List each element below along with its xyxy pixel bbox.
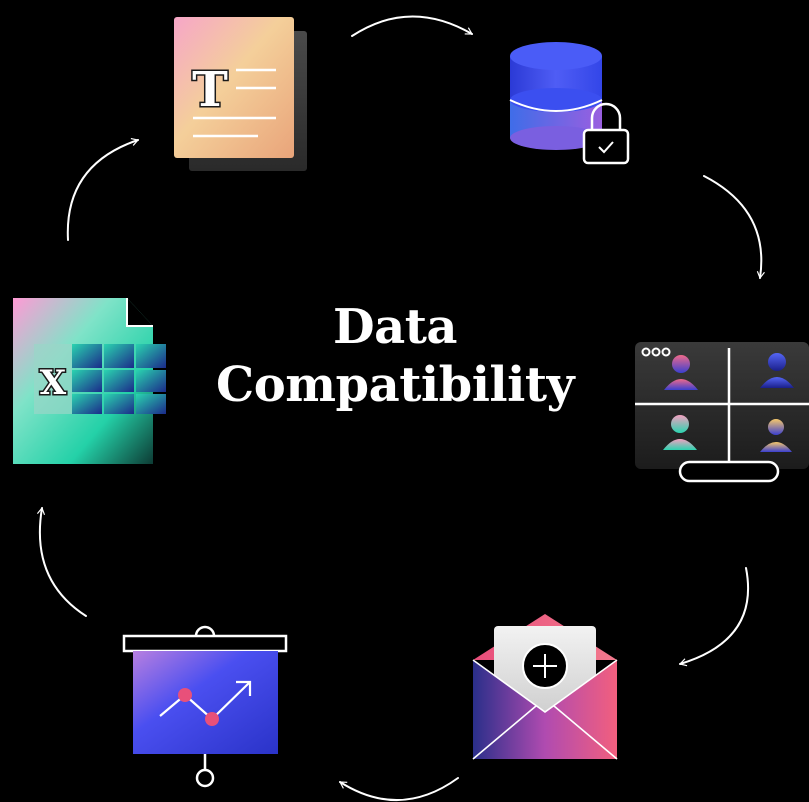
arrow-chart-to-sheet — [36, 506, 87, 617]
spreadsheet-glyph: X — [40, 363, 67, 403]
arrow-doc-to-db — [351, 15, 474, 37]
participant-4 — [760, 419, 792, 452]
arrow-db-to-video — [703, 175, 765, 280]
spreadsheet-grid — [34, 344, 166, 414]
document-glyph: T — [192, 62, 228, 118]
title-line-2: Compatibility — [216, 357, 574, 413]
trend-line — [159, 680, 252, 726]
email-add-icon — [472, 614, 618, 760]
presentation-chart-icon — [122, 625, 288, 788]
video-conference-icon — [635, 342, 809, 483]
cycle-arrows — [36, 15, 765, 801]
participant-2 — [760, 353, 794, 388]
diagram-title: Data Compatibility — [195, 298, 595, 414]
database-lock-icon — [509, 42, 630, 165]
arrow-video-to-email — [678, 567, 750, 667]
title-line-1: Data — [333, 299, 458, 355]
add-icon — [522, 643, 568, 689]
lock-icon — [582, 102, 630, 165]
participant-3 — [663, 415, 697, 450]
arrow-sheet-to-doc — [66, 138, 140, 241]
text-document-icon: T — [174, 17, 307, 171]
participant-1 — [664, 355, 698, 390]
spreadsheet-icon: X — [13, 298, 166, 464]
arrow-email-to-chart — [339, 777, 459, 801]
